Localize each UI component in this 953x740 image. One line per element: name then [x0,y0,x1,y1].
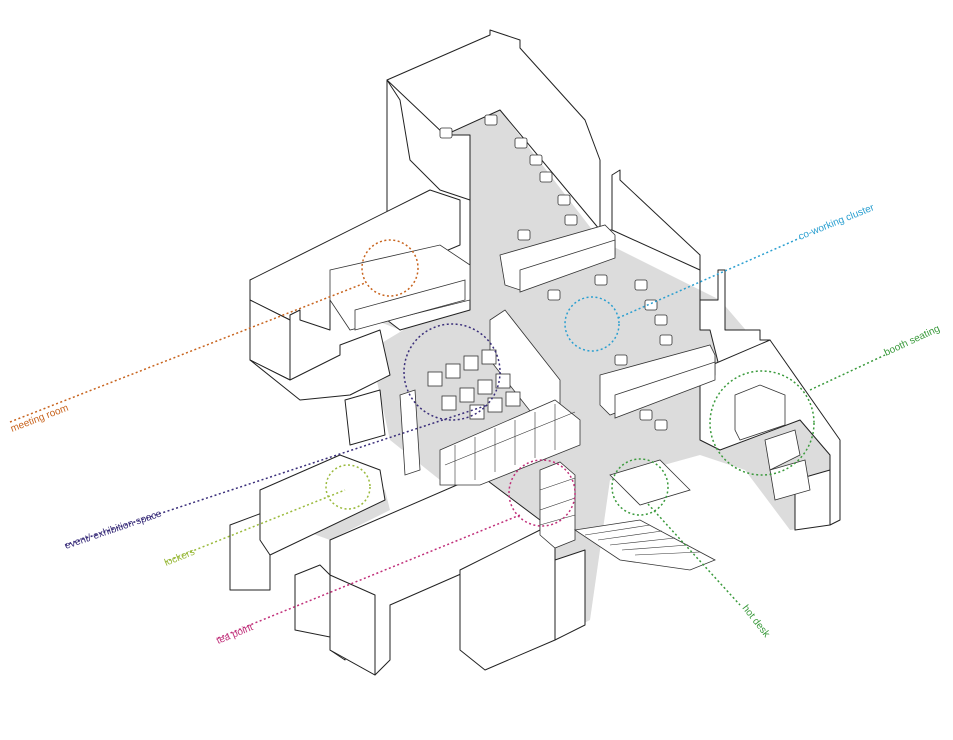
label-hot-desk: hot desk [740,603,773,640]
event-exhibition-circle [403,323,501,421]
label-meeting-room: meeting room [9,403,70,435]
event-seating [427,349,521,420]
chairs [439,114,673,431]
hot-desk-table [609,459,691,506]
lockers-leader [164,489,346,563]
label-booth-seating: booth seating [883,323,942,358]
co-working-leader [617,237,801,319]
booth-seating-circle [709,370,815,476]
tea-point-leader [217,514,521,639]
partitions [399,309,561,476]
lockers-circle [325,464,371,510]
tiered-seating [439,399,581,486]
coworking-desks [499,224,716,419]
label-co-working: co-working cluster [797,202,876,243]
label-lockers: lockers [163,547,197,569]
meeting-room-circle [361,239,419,297]
meeting-room-leader [9,282,366,423]
booth-seating-leader [809,354,886,391]
tea-point-circle [508,459,576,527]
hot-desk-leader [647,503,741,606]
staircase [573,519,716,571]
label-tea-point: tea point [215,622,255,647]
label-event-exhibition: event/ exhibition space [63,508,163,552]
hot-desk-circle [611,458,669,516]
tea-point-shelving [539,461,576,549]
co-working-circle [564,296,620,352]
booths [734,384,811,501]
walls [229,29,841,676]
